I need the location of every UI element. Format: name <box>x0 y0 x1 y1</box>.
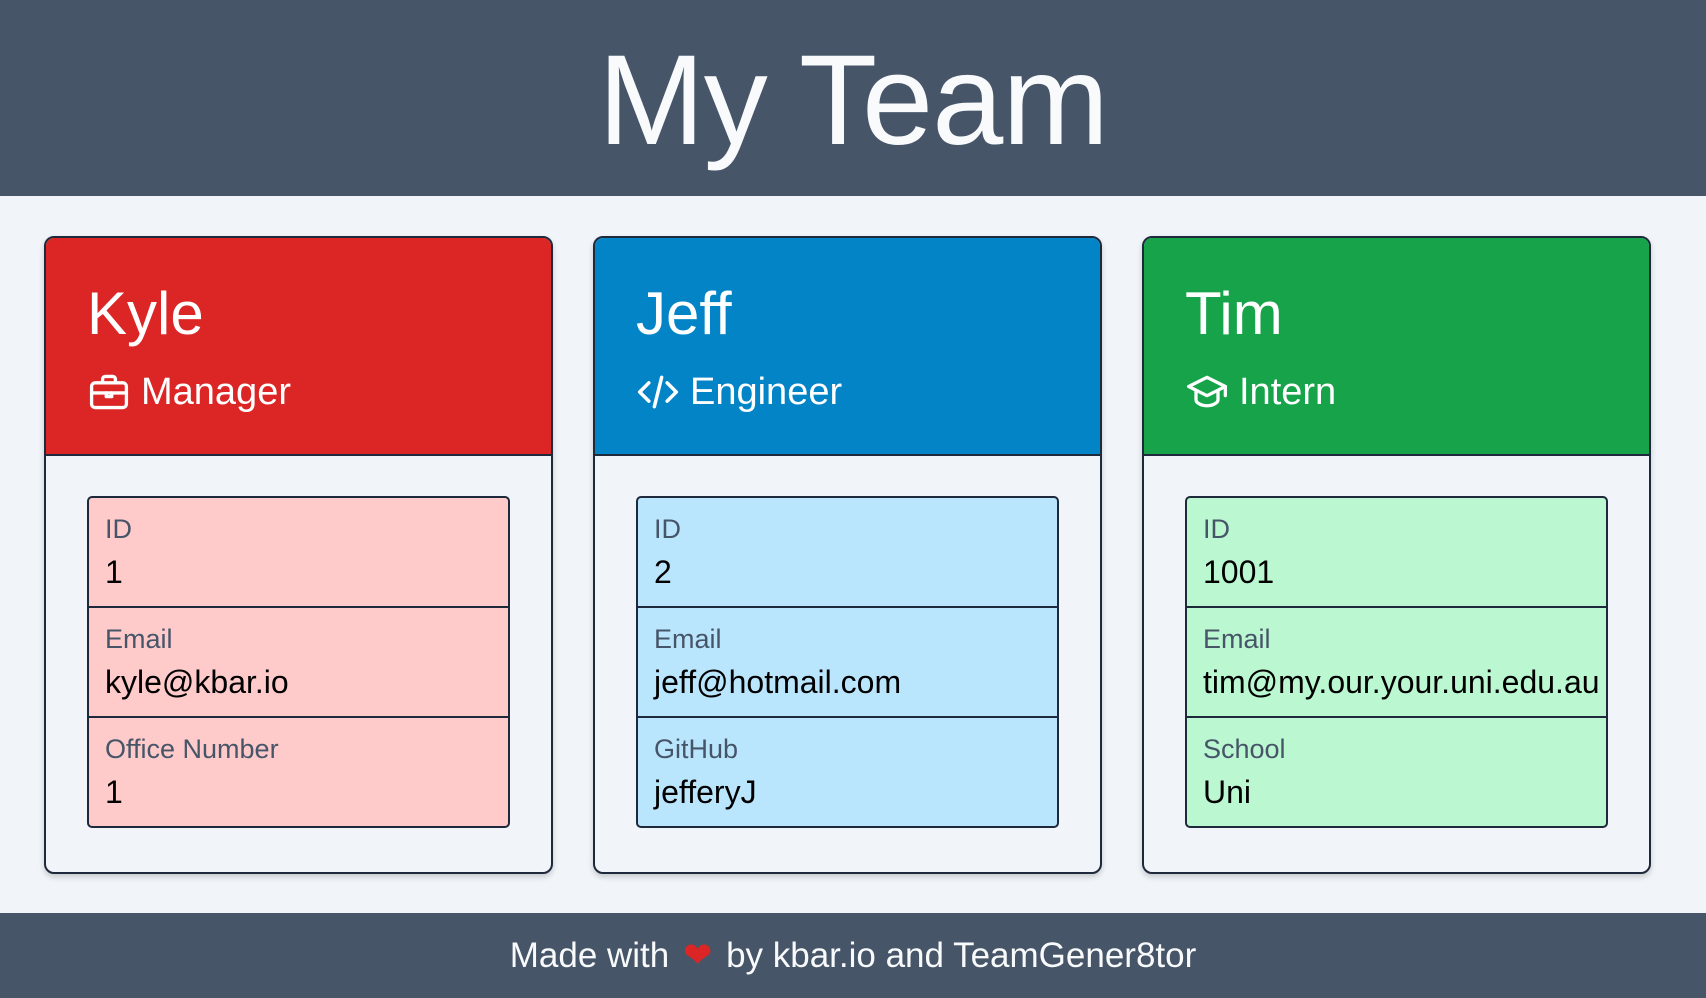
info-row-email: Email kyle@kbar.io <box>89 608 508 718</box>
field-label: School <box>1203 734 1286 764</box>
role-label: Engineer <box>690 371 843 413</box>
page-footer: Made with ❤ by kbar.io and TeamGener8tor <box>0 913 1706 998</box>
team-cards: Kyle Manager ID 1 <box>44 236 1651 874</box>
briefcase-icon <box>87 370 131 414</box>
field-label: Email <box>105 624 173 654</box>
info-row-id: ID 2 <box>638 498 1057 608</box>
footer-prefix: Made with <box>509 935 670 975</box>
field-label: ID <box>1203 514 1230 544</box>
page-title: My Team <box>598 29 1109 172</box>
card-body: ID 1001 Email tim@my.our.your.uni.edu.au… <box>1144 456 1649 828</box>
field-label: ID <box>654 514 681 544</box>
info-list: ID 1 Email kyle@kbar.io Office Number 1 <box>87 496 510 828</box>
employee-card-intern: Tim Intern ID 1001 Email <box>1142 236 1651 874</box>
field-value: 1001 <box>1203 554 1275 591</box>
info-row-github: GitHub jefferyJ <box>638 718 1057 826</box>
employee-role: Intern <box>1185 370 1649 414</box>
code-icon <box>636 370 680 414</box>
employee-role: Engineer <box>636 370 1100 414</box>
info-row-id: ID 1001 <box>1187 498 1606 608</box>
employee-name: Tim <box>1185 280 1283 347</box>
email-link[interactable]: tim@my.our.your.uni.edu.au <box>1203 664 1600 701</box>
role-label: Intern <box>1239 371 1337 413</box>
employee-name: Jeff <box>636 280 732 347</box>
email-link[interactable]: jeff@hotmail.com <box>654 664 902 701</box>
info-row-email: Email tim@my.our.your.uni.edu.au <box>1187 608 1606 718</box>
card-header: Tim Intern <box>1144 238 1649 456</box>
employee-card-manager: Kyle Manager ID 1 <box>44 236 553 874</box>
info-row-office-number: Office Number 1 <box>89 718 508 826</box>
card-header: Kyle Manager <box>46 238 551 456</box>
field-value: 1 <box>105 774 123 811</box>
field-label: Email <box>654 624 722 654</box>
employee-name: Kyle <box>87 280 204 347</box>
github-link[interactable]: jefferyJ <box>654 774 757 811</box>
info-row-school: School Uni <box>1187 718 1606 826</box>
card-header: Jeff Engineer <box>595 238 1100 456</box>
field-label: Email <box>1203 624 1271 654</box>
field-value: 2 <box>654 554 672 591</box>
heart-icon: ❤ <box>683 935 713 975</box>
info-row-id: ID 1 <box>89 498 508 608</box>
info-row-email: Email jeff@hotmail.com <box>638 608 1057 718</box>
field-label: GitHub <box>654 734 739 764</box>
footer-credits: by kbar.io and TeamGener8tor <box>726 935 1197 975</box>
info-list: ID 2 Email jeff@hotmail.com GitHub jeffe… <box>636 496 1059 828</box>
info-list: ID 1001 Email tim@my.our.your.uni.edu.au… <box>1185 496 1608 828</box>
field-value: Uni <box>1203 774 1252 811</box>
field-value: 1 <box>105 554 123 591</box>
page-header: My Team <box>0 0 1706 196</box>
card-body: ID 1 Email kyle@kbar.io Office Number 1 <box>46 456 551 828</box>
field-label: Office Number <box>105 734 279 764</box>
field-label: ID <box>105 514 132 544</box>
graduation-cap-icon <box>1185 370 1229 414</box>
role-label: Manager <box>141 371 291 413</box>
email-link[interactable]: kyle@kbar.io <box>105 664 289 701</box>
card-body: ID 2 Email jeff@hotmail.com GitHub jeffe… <box>595 456 1100 828</box>
employee-card-engineer: Jeff Engineer ID 2 Email <box>593 236 1102 874</box>
employee-role: Manager <box>87 370 551 414</box>
